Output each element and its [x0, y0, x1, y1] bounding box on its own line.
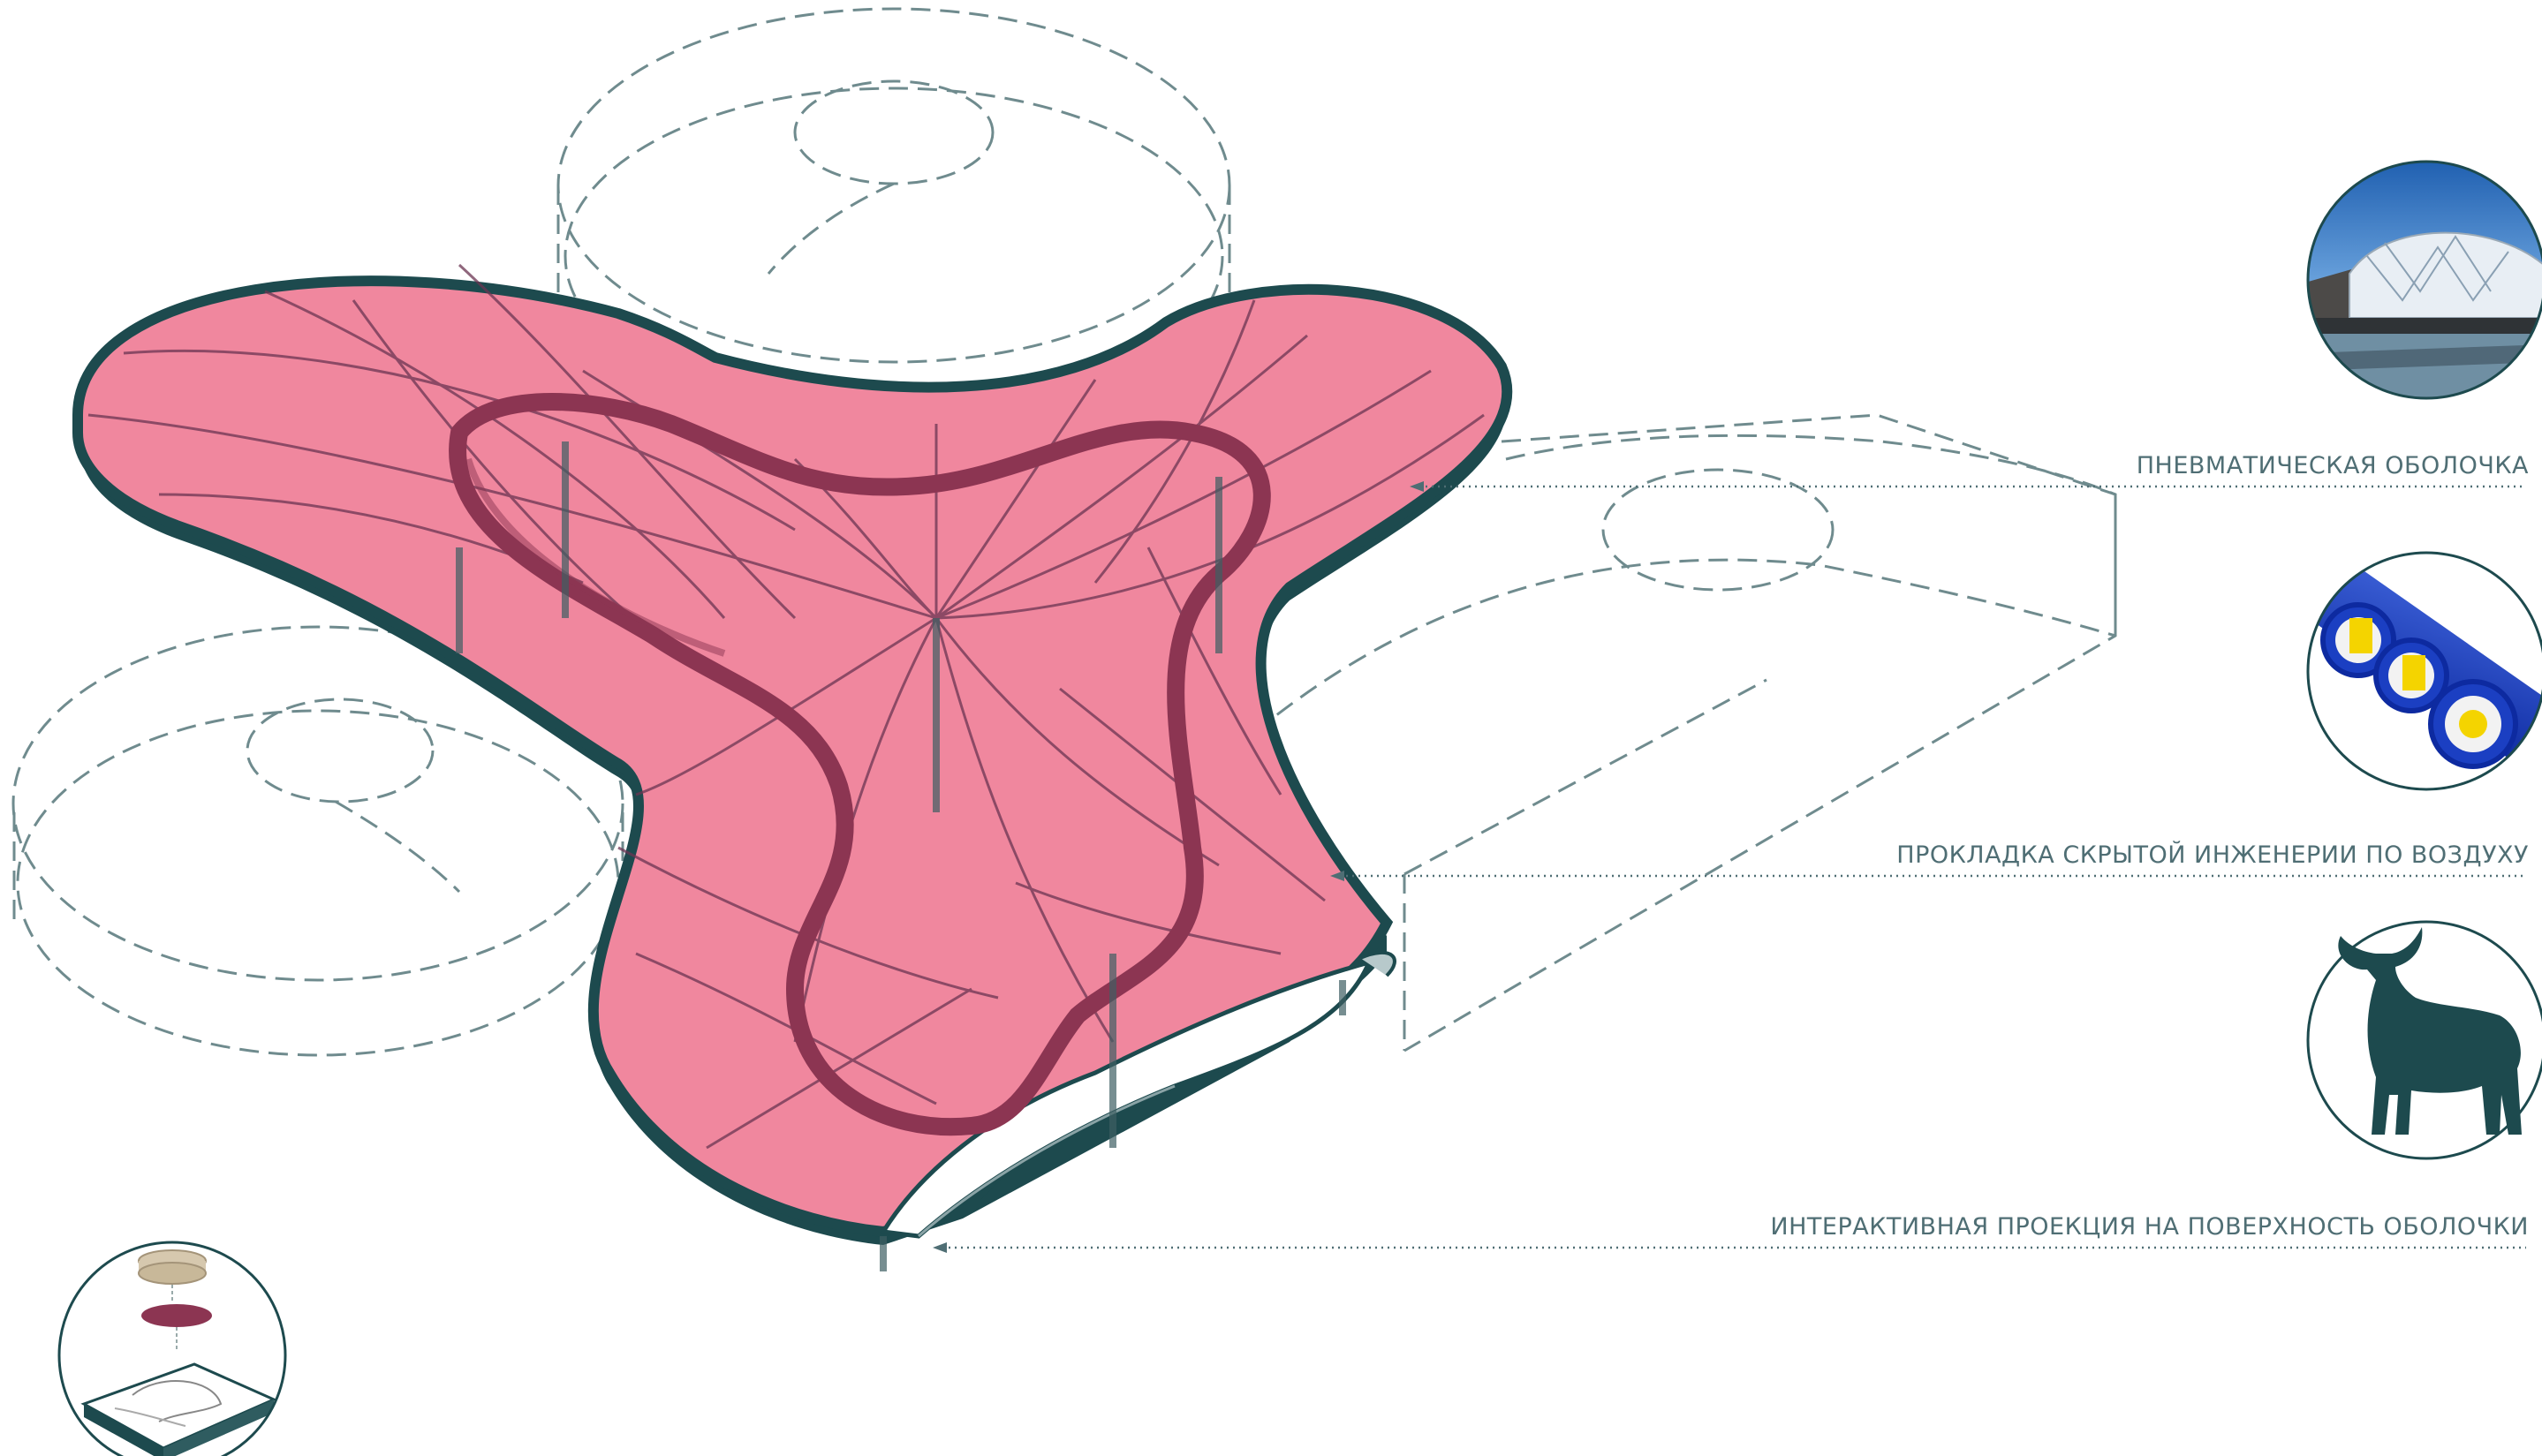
annotation-interactive-projection: ИНТЕРАКТИВНАЯ ПРОЕКЦИЯ НА ПОВЕРХНОСТЬ ОБ…: [1770, 1213, 2529, 1241]
annotation-hidden-engineering: ПРОКЛАДКА СКРЫТОЙ ИНЖЕНЕРИИ ПО ВОЗДУХУ: [1896, 841, 2529, 869]
layer-stack-diagram-icon: [57, 1241, 287, 1456]
engineering-duct-ring: [449, 393, 1271, 1136]
pneumatic-membrane: [72, 263, 1513, 1271]
inflated-dome-photo-icon: [2306, 160, 2542, 400]
bull-silhouette-icon: [2306, 920, 2542, 1160]
leader-lines: [936, 485, 2526, 1249]
annotation-pneumatic-shell: ПНЕВМАТИЧЕСКАЯ ОБОЛОЧКА: [2136, 452, 2529, 479]
membrane-surface: [72, 275, 1513, 1238]
insulated-pipes-photo-icon: [2306, 551, 2542, 791]
